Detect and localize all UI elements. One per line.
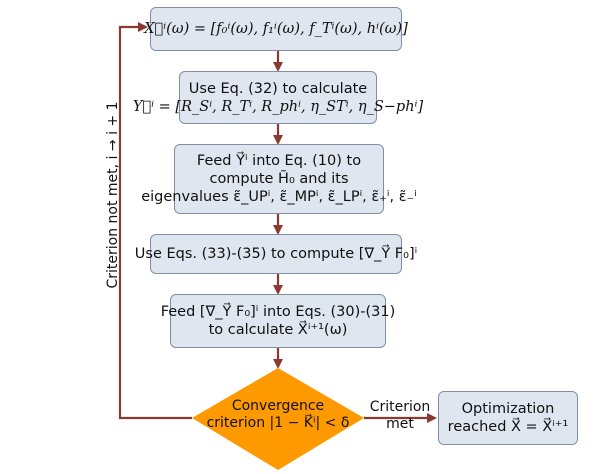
x-vector-box: X⃗ⁱ(ω) = [f₀ⁱ(ω), f₁ⁱ(ω), f_Tⁱ(ω), hⁱ(ω)… [144, 7, 408, 51]
convergence-line2: criterion |1 − K⃗ⁱ| < δ [206, 415, 350, 431]
result-line2: reached X⃗ = X⃗ⁱ⁺¹ [447, 419, 569, 435]
result-box: Optimization reached X⃗ = X⃗ⁱ⁺¹ [438, 391, 578, 445]
convergence-text: Convergence criterion |1 − K⃗ⁱ| < δ [196, 398, 360, 432]
eq33-box: Use Eqs. (33)-(35) to compute [∇_Y⃗ F₀]ⁱ [135, 234, 417, 274]
criterion-not-met-label: Criterion not met, i → i + 1 [105, 101, 121, 289]
result-line1: Optimization [461, 401, 555, 417]
criterion-met-label: Criterion met [366, 399, 434, 433]
criterion-met-line2: met [386, 416, 414, 432]
eq32-box: Use Eq. (32) to calculate Y⃗ⁱ = [R_Sⁱ, R… [133, 71, 423, 124]
eq10-line3: eigenvalues ε̃_UPⁱ, ε̃_MPⁱ, ε̃_LPⁱ, ε̃₊ⁱ… [141, 189, 417, 205]
convergence-diamond-shape [192, 368, 364, 470]
eq33-text: Use Eqs. (33)-(35) to compute [∇_Y⃗ F₀]ⁱ [134, 246, 418, 262]
eq10-box: Feed Y⃗ⁱ into Eq. (10) to compute H̃₀ an… [141, 144, 417, 214]
eq10-line2: compute H̃₀ and its [209, 171, 349, 187]
convergence-line1: Convergence [231, 398, 325, 414]
eq30-box: Feed [∇_Y⃗ F₀]ⁱ into Eqs. (30)-(31) to c… [161, 294, 395, 348]
eq32-line1: Use Eq. (32) to calculate [188, 80, 368, 97]
eq30-line1: Feed [∇_Y⃗ F₀]ⁱ into Eqs. (30)-(31) [160, 304, 396, 320]
criterion-met-line1: Criterion [369, 399, 431, 415]
arrow-feedback-loop [118, 22, 192, 420]
eq30-line2: to calculate X⃗ⁱ⁺¹(ω) [208, 322, 348, 338]
eq32-line2: Y⃗ⁱ = [R_Sⁱ, R_Tⁱ, R_phⁱ, η_STⁱ, η_S−phⁱ… [132, 98, 424, 115]
eq10-line1: Feed Y⃗ⁱ into Eq. (10) to [196, 153, 362, 169]
x-vector-text: X⃗ⁱ(ω) = [f₀ⁱ(ω), f₁ⁱ(ω), f_Tⁱ(ω), hⁱ(ω)… [144, 21, 408, 37]
